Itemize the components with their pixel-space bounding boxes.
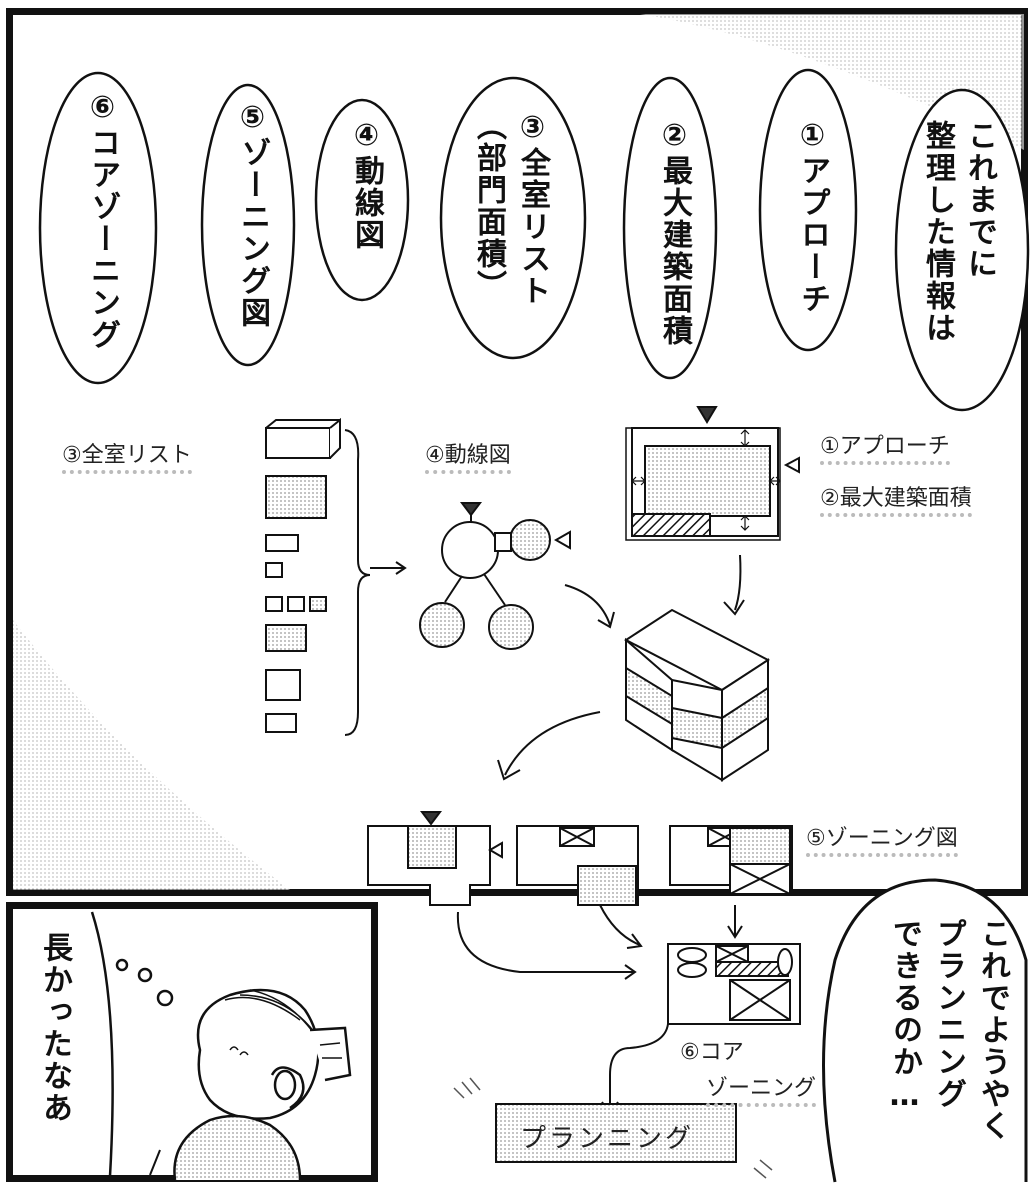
label-flow: ④動線図 [425,437,511,474]
label-core-1: ⑥コア [680,1040,744,1065]
bubble-outline-0 [894,88,1030,412]
planning-box [495,1103,737,1163]
bubbles-layer [38,68,1030,412]
room-list-diagram [265,417,407,736]
bubble-outline-6 [38,71,158,385]
bubble-text-1: ①アプローチ [795,118,830,315]
label-rooms: ③全室リスト [62,437,192,474]
bubble-text-6: ⑥コアゾーニング [85,90,120,351]
bubble-outline-4 [314,98,410,302]
bubble-text-3: ③全室リスト（部門面積） [471,110,550,307]
site-plan-diagram [625,406,800,616]
speech-text-bottom: これでようやくプランニングできるのか… [887,918,1010,1142]
bubble-outline-3 [439,76,587,360]
bubble-text-5: ⑤ゾーニング図 [235,100,270,329]
bubble-text-2: ②最大建築面積 [657,118,692,347]
zoning-diagrams [367,811,793,980]
flow-diagram [419,502,615,650]
bubble-outline-2 [622,76,718,380]
building-volume [497,608,770,782]
bubble-outline-1 [758,68,858,352]
tone-bottom-left [13,620,290,890]
label-zoning: ⑤ゾーニング図 [806,820,958,857]
thought-text: 長かったなあ [37,932,72,1124]
label-core-2: ゾーニング [706,1070,817,1107]
planning-label: プランニング [520,1124,695,1154]
bubble-text-0: これまでに整理した情報は [920,120,997,344]
bubble-outline-5 [200,83,296,367]
label-approach: ①アプローチ [820,428,950,465]
tone-top-right [640,14,1024,150]
core-zoning-diagram [601,943,801,1116]
label-max-area: ②最大建築面積 [820,480,972,517]
bubble-text-4: ④動線図 [349,118,384,251]
